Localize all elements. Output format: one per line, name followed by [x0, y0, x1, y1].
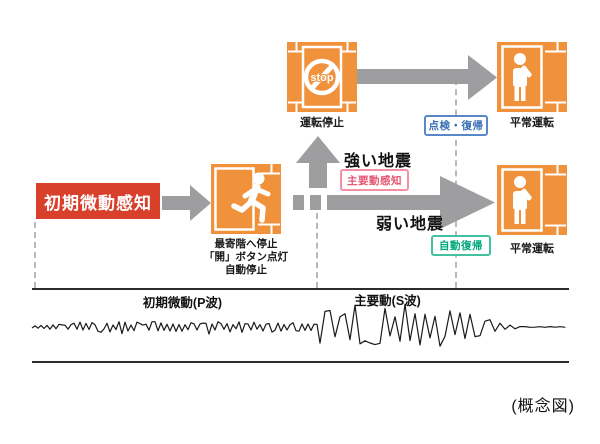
p-wave-label: 初期微動(P波) — [142, 296, 223, 310]
elevator-evacuate-icon — [211, 164, 281, 234]
initial-tremor-detection-label: 初期微動感知 — [44, 193, 152, 213]
caption-line-1: 最寄階へ停止 — [214, 238, 278, 250]
s-wave-label: 主要動(S波) — [354, 294, 421, 308]
normal-operation-top-caption: 平常運転 — [510, 117, 554, 129]
arrow-right-top — [357, 55, 497, 100]
arrow-right-weak-quake — [293, 176, 495, 229]
initial-tremor-detection-box: 初期微動感知 — [36, 183, 160, 219]
elevator-stopped-icon: stop — [287, 42, 357, 112]
wave-bottom-rule — [32, 361, 569, 363]
elevator-normal-bottom-icon — [497, 165, 567, 235]
inspection-return-tag: 点検・復帰 — [424, 115, 488, 136]
standing-person-icon — [513, 176, 532, 224]
caption-line-2: 「開」ボタン点灯 — [204, 251, 288, 263]
wave-top-rule — [32, 288, 569, 290]
dashed-line-s-start — [316, 213, 318, 288]
standing-person-icon — [513, 53, 532, 101]
conceptual-diagram-footnote: (概念図) — [511, 398, 575, 415]
stop-sign-icon: stop — [303, 58, 341, 96]
main-motion-detected-tag: 主要動感知 — [340, 169, 409, 191]
auto-return-tag: 自動復帰 — [431, 235, 491, 256]
dashed-line-recovery — [455, 69, 457, 288]
arrow-right-1 — [162, 185, 211, 221]
normal-operation-bottom-caption: 平常運転 — [510, 243, 554, 255]
nearest-floor-caption: 最寄階へ停止 「開」ボタン点灯 自動停止 — [191, 238, 301, 277]
weak-quake-label: 弱い地震 — [376, 216, 445, 233]
strong-quake-label: 強い地震 — [344, 153, 413, 170]
operation-stopped-caption: 運転停止 — [300, 117, 344, 129]
caption-line-3: 自動停止 — [225, 264, 267, 276]
elevator-normal-top-icon — [497, 42, 567, 112]
running-person-icon — [231, 172, 271, 223]
arrow-up-strong-quake — [296, 136, 340, 188]
dashed-line-p-start — [34, 222, 36, 288]
seismic-waveform — [31, 303, 566, 347]
stop-text: stop — [310, 72, 334, 84]
